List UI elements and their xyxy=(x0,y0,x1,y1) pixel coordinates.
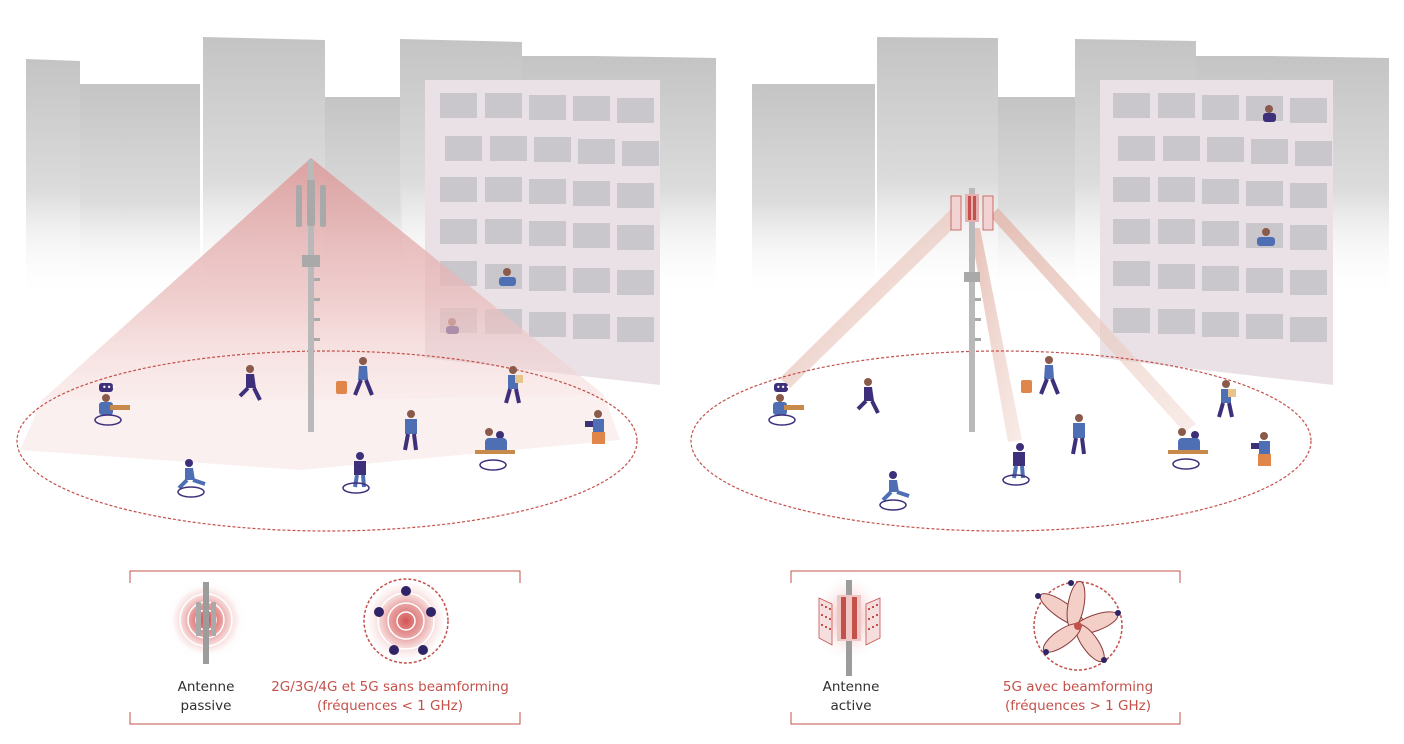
right-scene: ••• xyxy=(690,37,1389,725)
right-antenna-label-line1: Antenne xyxy=(822,679,880,695)
person-icon: ••• xyxy=(94,357,605,498)
coverage-ellipse xyxy=(690,350,1312,532)
omnidirectional-coverage-icon xyxy=(363,578,449,664)
right-tech-line2: (fréquences > 1 GHz) xyxy=(1004,698,1152,714)
coverage-ellipse xyxy=(16,350,638,532)
left-tech-line1: 2G/3G/4G et 5G sans beamforming xyxy=(271,679,509,695)
left-antenna-label-line2: passive xyxy=(180,698,232,714)
passive-antenna-icon xyxy=(164,578,248,664)
antenna-mast-icon xyxy=(950,188,994,432)
beamforming-beams xyxy=(780,208,1196,442)
building-windows xyxy=(1113,93,1332,342)
right-tech-line1: 5G avec beamforming xyxy=(1002,679,1154,695)
apartment-building xyxy=(1100,80,1333,385)
building-windows xyxy=(440,93,659,342)
left-legend xyxy=(129,570,521,725)
person-icon: ••• xyxy=(768,356,1271,511)
beamforming-pattern-icon xyxy=(1033,580,1123,671)
left-scene: ••• xyxy=(16,37,716,725)
right-legend xyxy=(790,570,1181,725)
antenna-mast-icon xyxy=(296,160,326,432)
svg-text:•••: ••• xyxy=(776,383,790,392)
window-person xyxy=(1257,105,1276,246)
left-tech-caption: 2G/3G/4G et 5G sans beamforming (fréquen… xyxy=(250,678,530,716)
right-antenna-label-line2: active xyxy=(830,698,872,714)
coverage-cone xyxy=(42,158,604,400)
left-tech-line2: (fréquences < 1 GHz) xyxy=(316,698,464,714)
active-antenna-icon xyxy=(813,572,885,676)
right-antenna-caption: Antenne active xyxy=(801,678,901,716)
left-antenna-caption: Antenne passive xyxy=(156,678,256,716)
svg-text:•••: ••• xyxy=(102,383,116,392)
right-tech-caption: 5G avec beamforming (fréquences > 1 GHz) xyxy=(968,678,1188,716)
left-antenna-label-line1: Antenne xyxy=(177,679,235,695)
